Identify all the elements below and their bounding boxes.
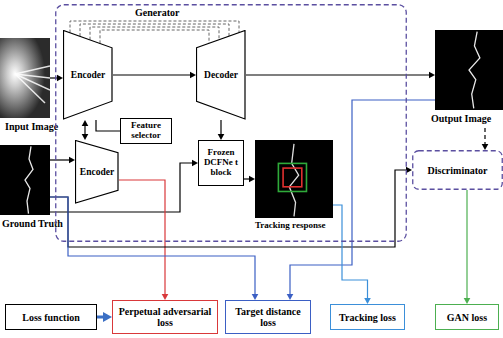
- loss-box: GAN loss: [435, 304, 499, 330]
- connector-line: [50, 77, 58, 78]
- box-label: Target distance loss: [229, 306, 307, 328]
- connector-line: [50, 197, 255, 295]
- box-label: Feature selector: [124, 121, 168, 141]
- connector: [333, 205, 371, 304]
- generator-region: GeneratorEncoderDecoderFeature selectorE…: [55, 4, 407, 242]
- box-label: GAN loss: [447, 312, 487, 323]
- box-label: Tracking loss: [339, 312, 396, 323]
- skip-line: [100, 30, 209, 43]
- discriminator-box: Discriminator: [412, 150, 503, 190]
- connector-line: [220, 120, 221, 135]
- image-picture: [255, 140, 333, 218]
- encoder-block: Encoder: [75, 140, 119, 204]
- connector: [50, 75, 63, 82]
- connector-line: [50, 159, 70, 160]
- connector-line: [246, 74, 430, 75]
- loss-box: Loss function: [5, 304, 97, 330]
- decoder-block: Decoder: [196, 30, 246, 120]
- connector: [119, 180, 168, 300]
- process-box: Frozen DCFNe t block: [198, 140, 244, 186]
- connector-line: [96, 120, 120, 131]
- connector: [50, 160, 198, 212]
- loss-box: Perpetual adversarial loss: [112, 300, 218, 334]
- arrow-head: [103, 312, 112, 322]
- image-picture: [435, 30, 503, 110]
- connector-line: [97, 316, 104, 319]
- connector-line: [119, 180, 165, 295]
- connector-line: [50, 163, 193, 212]
- image-picture: [0, 38, 50, 118]
- skip-line: [90, 27, 219, 40]
- region-title: Generator: [135, 7, 179, 18]
- process-box: Feature selector: [120, 118, 172, 144]
- image-caption: Output Image: [431, 113, 491, 124]
- box-label: Frozen DCFNe t block: [202, 148, 240, 178]
- connector-line: [484, 128, 485, 145]
- box-label: Perpetual adversarial loss: [116, 306, 214, 328]
- connector: [50, 157, 75, 164]
- image-caption: Input Image: [5, 121, 58, 132]
- connector: [96, 120, 120, 131]
- box-label: Discriminator: [428, 165, 488, 176]
- box-label: Encoder: [80, 167, 114, 177]
- image-panel: Tracking response: [255, 140, 333, 218]
- connector-line: [244, 178, 250, 179]
- loss-box: Target distance loss: [225, 300, 311, 334]
- connector: [244, 176, 255, 183]
- connector: [50, 197, 258, 300]
- image-caption: Ground Truth: [2, 218, 63, 229]
- connector: [218, 120, 225, 140]
- connector: [113, 72, 196, 79]
- connector: [464, 190, 471, 304]
- connector: [97, 312, 112, 322]
- box-label: Encoder: [71, 70, 105, 80]
- encoder-block: Encoder: [63, 30, 113, 120]
- connector-line: [113, 74, 191, 75]
- image-caption: Tracking response: [255, 221, 325, 231]
- box-label: Decoder: [204, 70, 238, 80]
- loss-box: Tracking loss: [330, 304, 405, 330]
- connector: [82, 120, 89, 140]
- image-panel: Ground Truth: [0, 145, 50, 215]
- image-picture: [0, 145, 50, 215]
- connector-line: [333, 205, 368, 299]
- connector: [482, 128, 489, 150]
- connector-line: [84, 125, 85, 135]
- image-panel: Input Image: [0, 38, 50, 118]
- image-panel: Output Image: [435, 30, 503, 110]
- connector-line: [466, 190, 467, 299]
- box-label: Loss function: [22, 312, 80, 323]
